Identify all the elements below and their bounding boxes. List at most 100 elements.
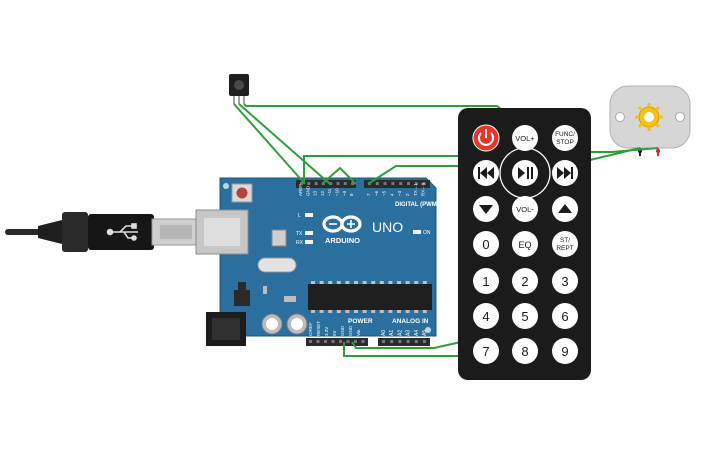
header-pin[interactable] [300, 182, 303, 185]
chip-pin [319, 281, 324, 284]
rx-led-label: RX [296, 240, 304, 246]
digital-pin-label: 12 [320, 190, 325, 196]
header-pin[interactable] [391, 182, 395, 185]
six-button[interactable]: 6 [552, 303, 578, 329]
chip-pin [345, 310, 350, 313]
four-button[interactable]: 4 [473, 303, 499, 329]
chip-pin [354, 310, 358, 313]
capacitor [286, 313, 308, 335]
header-pin[interactable] [414, 182, 418, 185]
wire-pin7 [367, 165, 470, 185]
chip-pin [328, 310, 333, 313]
digit-label: 1 [482, 274, 489, 289]
header-pin[interactable] [375, 182, 379, 185]
st-rept-label: ST/ [560, 237, 570, 244]
header-pin[interactable] [329, 182, 333, 185]
eight-button[interactable]: 8 [512, 338, 538, 364]
power-pin-label: GND [340, 325, 345, 336]
power-pin-label: 5V [332, 330, 337, 336]
analog-pin-label: A5 [422, 330, 428, 336]
analog-pin-label: A3 [406, 330, 412, 336]
header-pin[interactable] [406, 340, 410, 343]
prev-button[interactable] [473, 160, 499, 186]
header-pin[interactable] [383, 182, 387, 185]
header-pin[interactable] [316, 340, 320, 343]
wire-5v [343, 342, 470, 357]
header-pin[interactable] [361, 340, 365, 343]
header-pin[interactable] [423, 340, 426, 343]
chip-pin [354, 281, 358, 284]
ir-remote[interactable]: VOL+ FUNC/ STOP [458, 108, 591, 380]
zero-button[interactable]: 0 [473, 231, 499, 257]
st-rept-button[interactable]: ST/ REPT [552, 231, 578, 257]
smd-component [263, 286, 267, 294]
power-jack [206, 312, 246, 346]
down-button[interactable] [473, 196, 499, 222]
vol-up-button[interactable]: VOL+ [512, 125, 538, 151]
header-pin[interactable] [307, 182, 311, 185]
vol-up-label: VOL+ [515, 134, 535, 143]
wire-ir-vcc [233, 103, 306, 185]
eq-button[interactable]: EQ [512, 231, 538, 257]
header-pin[interactable] [309, 340, 312, 343]
chip-pin [422, 310, 427, 313]
header-pin[interactable] [414, 340, 418, 343]
five-button[interactable]: 5 [512, 303, 538, 329]
smd-component [284, 296, 290, 302]
usb-cable[interactable] [5, 212, 199, 252]
uno-model-label: UNO [372, 219, 403, 235]
power-pin-label: GND [348, 325, 353, 336]
next-button[interactable] [552, 160, 578, 186]
chip-pin [336, 281, 341, 284]
header-pin[interactable] [399, 182, 403, 185]
analog-header-label: ANALOG IN [392, 318, 429, 325]
header-pin[interactable] [331, 340, 335, 343]
header-pin[interactable] [343, 182, 347, 185]
header-pin[interactable] [324, 340, 327, 343]
header-pin[interactable] [339, 340, 342, 343]
digital-pin-label: ~9 [342, 190, 347, 196]
wire-pin11 [303, 155, 470, 184]
one-button[interactable]: 1 [473, 268, 499, 294]
tx-led [305, 231, 313, 235]
seven-button[interactable]: 7 [473, 338, 499, 364]
two-button[interactable]: 2 [512, 268, 538, 294]
header-pin[interactable] [422, 182, 426, 185]
dc-motor[interactable] [609, 85, 691, 156]
up-button[interactable] [552, 196, 578, 222]
digit-label: 9 [561, 344, 568, 359]
play-pause-button[interactable] [512, 160, 538, 186]
ir-receiver[interactable] [229, 74, 249, 104]
header-pin[interactable] [382, 340, 385, 343]
reset-button[interactable] [231, 183, 253, 203]
func-stop-button[interactable]: FUNC/ STOP [552, 125, 578, 151]
power-button[interactable] [472, 124, 500, 152]
header-pin[interactable] [336, 182, 340, 185]
chip-pin [371, 281, 376, 284]
wire-gnd [351, 339, 471, 349]
three-button[interactable]: 3 [552, 268, 578, 294]
header-pin[interactable] [398, 340, 402, 343]
digital-pin-label: GND [305, 185, 310, 196]
digit-label: 8 [521, 344, 528, 359]
header-pin[interactable] [346, 340, 350, 343]
digit-label: 4 [482, 309, 489, 324]
header-pin[interactable] [407, 182, 410, 185]
motor-shaft-icon [635, 103, 663, 131]
digital-pin-label: 2 [405, 193, 410, 196]
header-pin[interactable] [314, 182, 318, 185]
on-led-label: ON [423, 230, 431, 236]
digital-pin-label: RX←0 [421, 182, 426, 196]
eq-label: EQ [518, 240, 531, 250]
regulator-chip [271, 229, 287, 247]
up-arrow-icon [558, 204, 572, 213]
header-pin[interactable] [351, 182, 355, 185]
header-pin[interactable] [354, 340, 357, 343]
nine-button[interactable]: 9 [552, 338, 578, 364]
digital-header-left [296, 180, 356, 188]
header-pin[interactable] [390, 340, 394, 343]
vol-down-button[interactable]: VOL- [512, 196, 538, 222]
rx-led [305, 240, 313, 244]
power-pin-label: RESET [316, 321, 321, 336]
